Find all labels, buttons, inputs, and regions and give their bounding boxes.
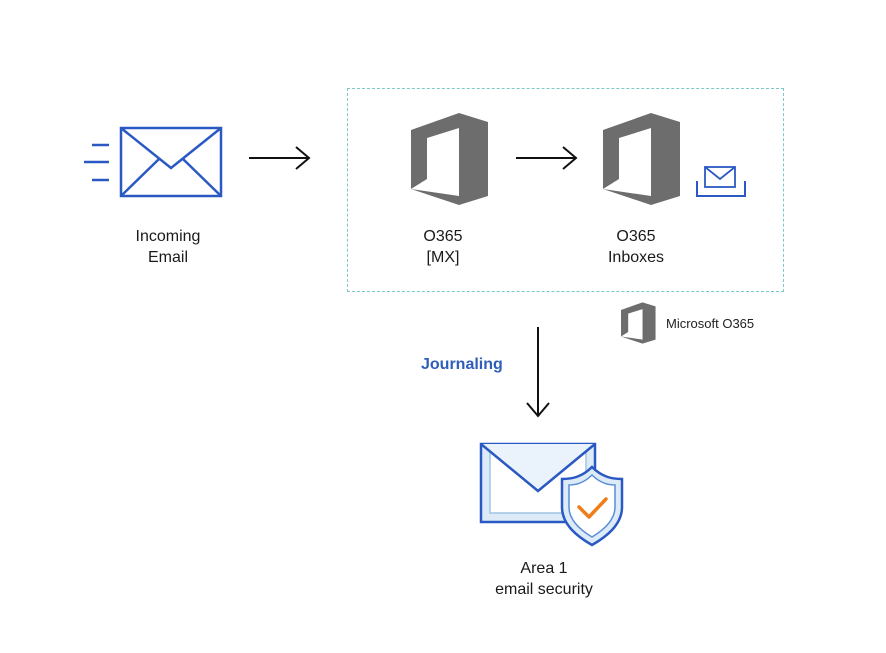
arrow-right-icon xyxy=(249,146,311,170)
office-logo-icon xyxy=(411,113,488,205)
o365-mx-label: O365 [MX] xyxy=(423,228,463,266)
microsoft-o365-label: Microsoft O365 xyxy=(666,316,755,331)
o365-inboxes-label: O365 Inboxes xyxy=(607,228,665,266)
shield-check-icon xyxy=(560,465,624,547)
office-logo-icon xyxy=(621,302,656,344)
envelope-icon xyxy=(119,126,223,198)
office-logo-icon xyxy=(603,113,680,205)
incoming-email-label: Incoming Email xyxy=(135,228,201,266)
area1-email-security-label: Area 1 email security xyxy=(495,560,593,598)
o365-boundary xyxy=(347,88,784,292)
journaling-label: Journaling xyxy=(421,356,503,373)
arrow-down-icon xyxy=(526,327,550,418)
speed-lines-icon xyxy=(84,143,109,182)
secure-envelope-icon xyxy=(479,442,624,547)
arrow-right-icon xyxy=(516,146,578,170)
small-envelope-icon xyxy=(696,166,746,197)
